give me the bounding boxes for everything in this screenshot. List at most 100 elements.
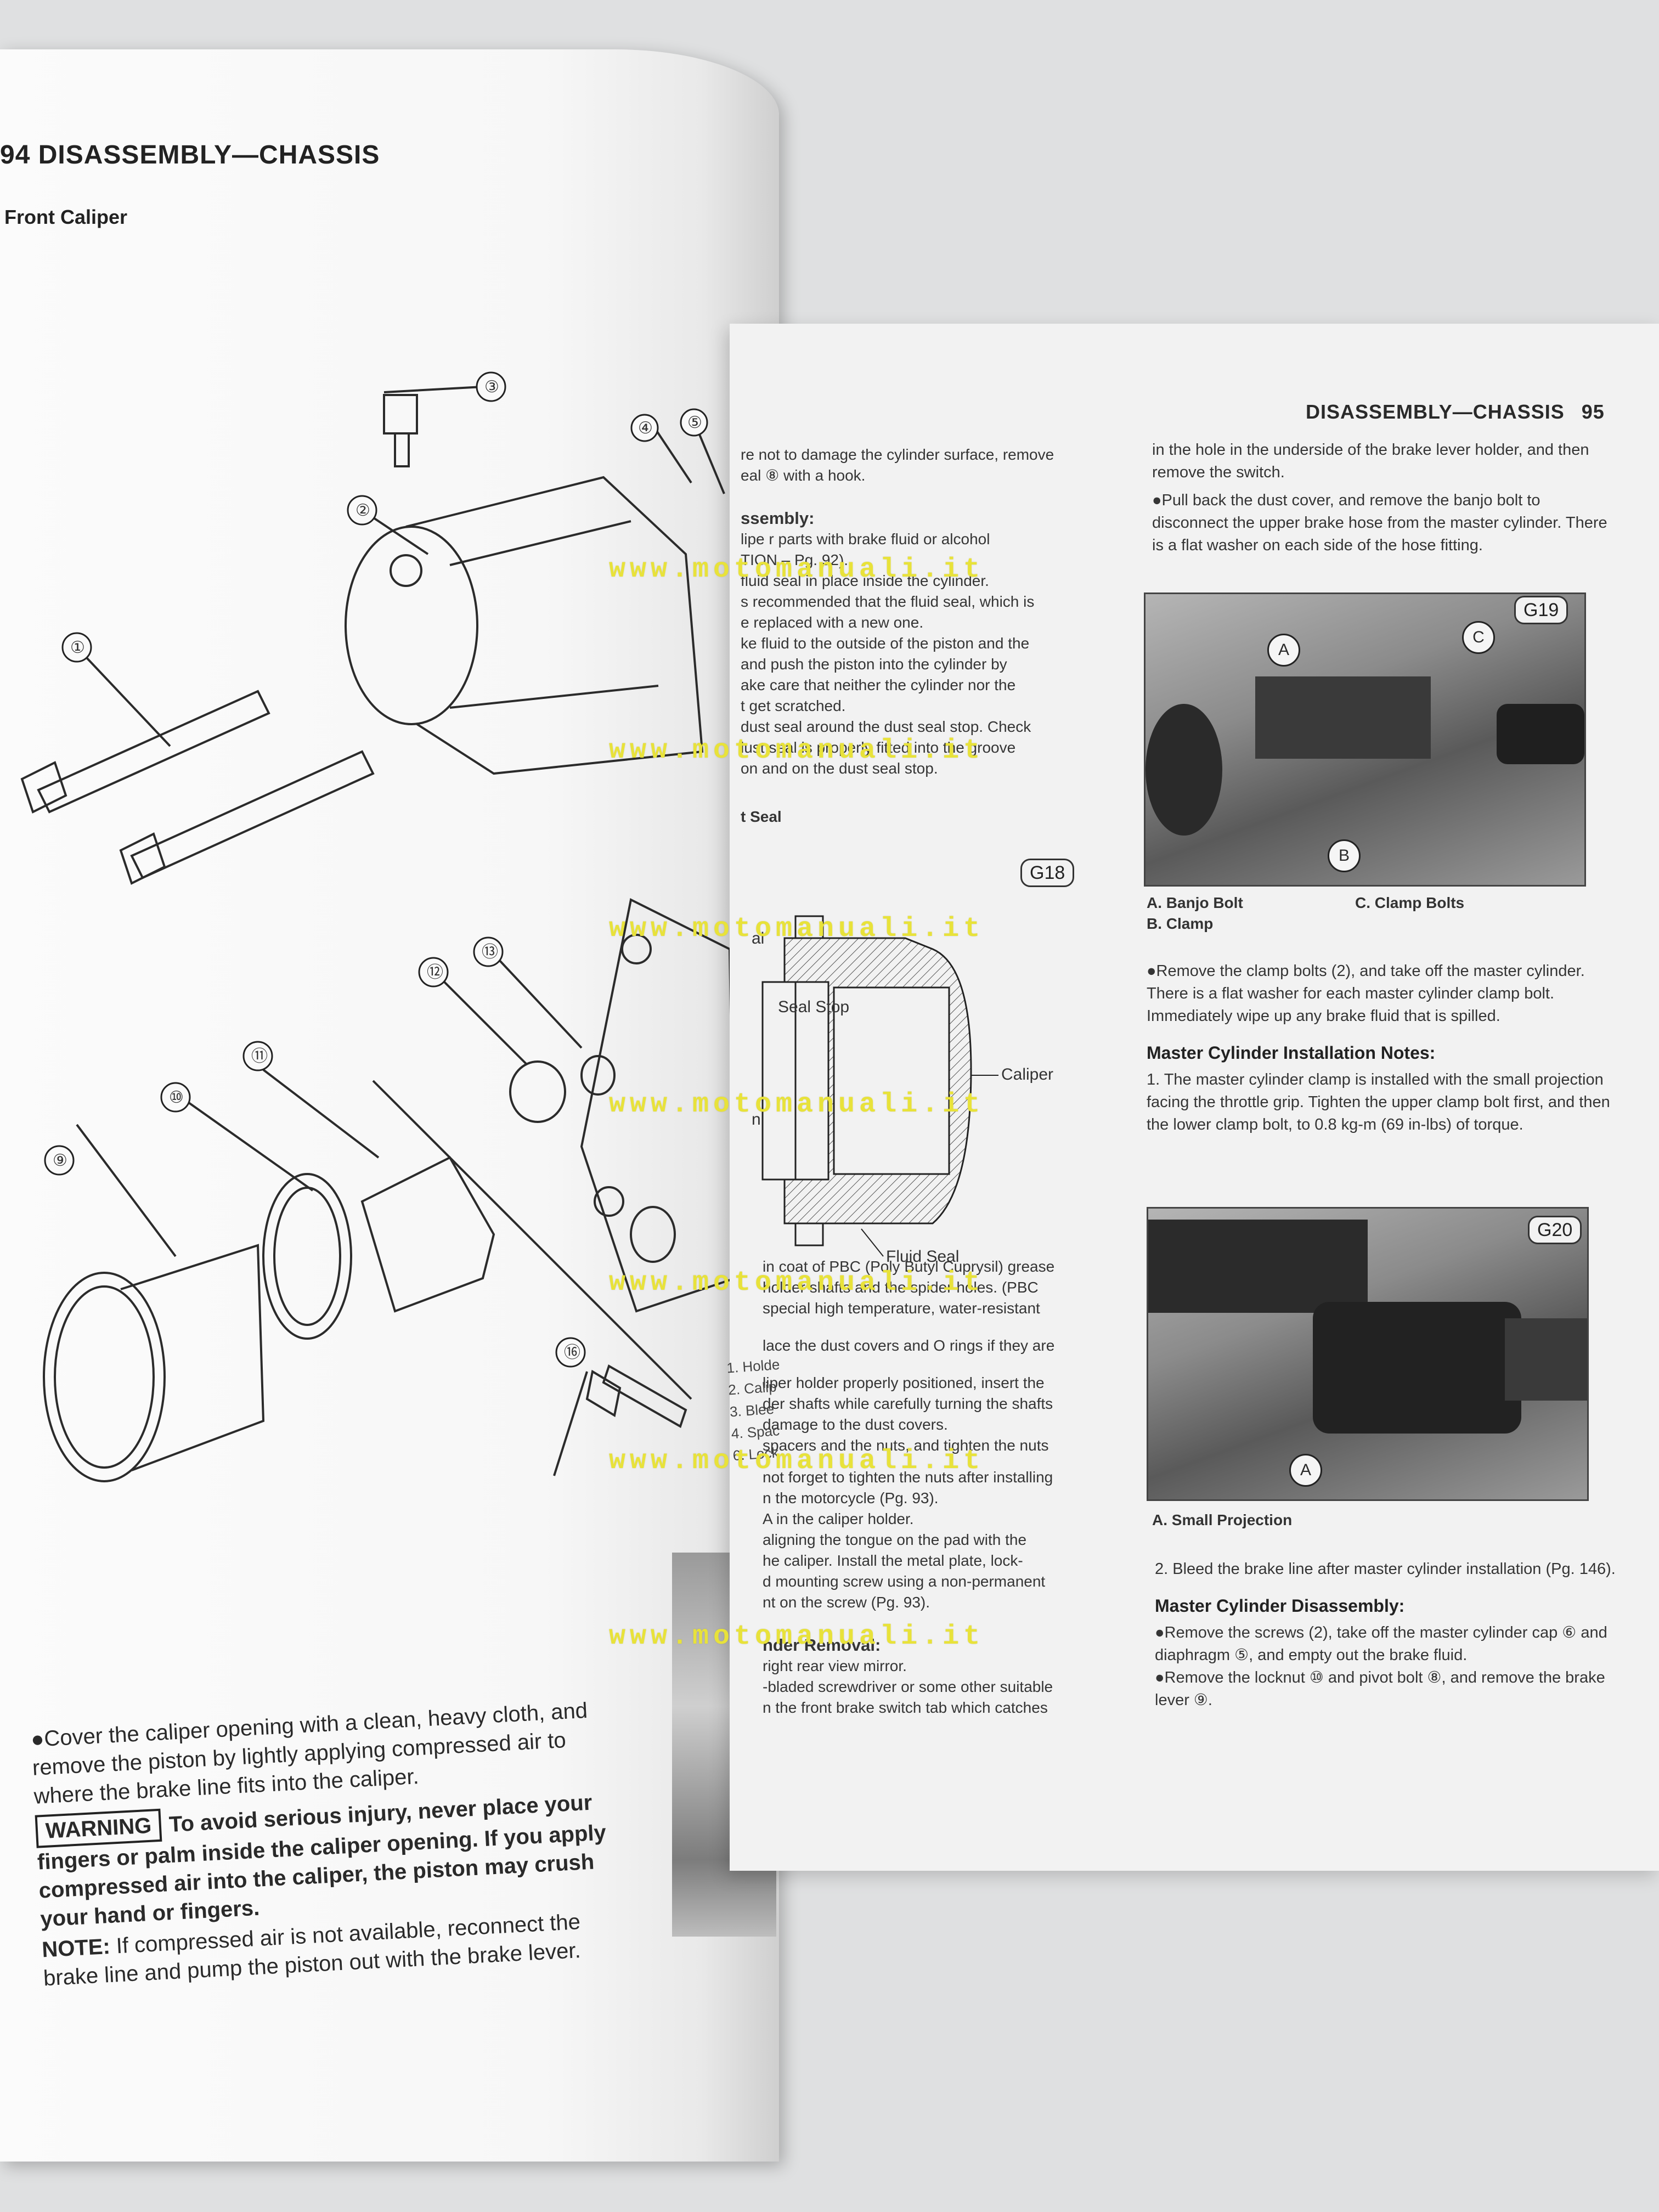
- spine-list-item: 3. Blee: [729, 1400, 775, 1420]
- mid-line: he caliper. Install the metal plate, loc…: [763, 1552, 1023, 1569]
- part-number-9: ⑨: [53, 1152, 67, 1170]
- part-number-11: ⑪: [251, 1047, 268, 1065]
- mid-line: liper holder properly positioned, insert…: [763, 1374, 1045, 1391]
- part-number-12: ⑫: [427, 963, 443, 981]
- mid-line: aligning the tongue on the pad with the: [763, 1531, 1027, 1548]
- figure-g19-photo: [1144, 592, 1586, 887]
- g19-caption-a: A. Banjo Bolt: [1147, 894, 1243, 911]
- disassembly-step-screws: ●Remove the screws (2), take off the mas…: [1155, 1624, 1607, 1664]
- right-column-bottom: 2. Bleed the brake line after master cyl…: [1155, 1558, 1616, 1717]
- g20-callout-a: A: [1289, 1454, 1322, 1487]
- mid-line: re not to damage the cylinder surface, r…: [741, 446, 1054, 463]
- part-number-4: ④: [638, 419, 653, 437]
- watermark-7: www.motomanuali.it: [609, 1621, 985, 1652]
- figure-tag-g19: G19: [1514, 596, 1568, 624]
- mid-line: s recommended that the fluid seal, which…: [741, 593, 1035, 610]
- installation-step-1: 1. The master cylinder clamp is installe…: [1147, 1071, 1610, 1133]
- mid-line: lust seal is properly fitted into the gr…: [741, 739, 1016, 756]
- g19-caption-b: B. Clamp: [1147, 915, 1214, 932]
- piston-label-fragment: n: [752, 1110, 761, 1128]
- right-column-middle: ●Remove the clamp bolts (2), and take of…: [1147, 960, 1613, 1142]
- banjo-bolt-text: ●Pull back the dust cover, and remove th…: [1152, 492, 1607, 554]
- mid-line: e replaced with a new one.: [741, 614, 924, 631]
- mid-line: lipe r parts with brake fluid or alcohol: [741, 531, 990, 548]
- figure-tag-g18: G18: [1020, 859, 1075, 887]
- installation-step-2: 2. Bleed the brake line after master cyl…: [1155, 1560, 1616, 1578]
- figure-tag-g20: G20: [1528, 1216, 1582, 1244]
- left-page: 94 DISASSEMBLY—CHASSIS Front Caliper: [0, 49, 779, 2162]
- mid-line: in coat of PBC (Poly Butyl Cuprysil) gre…: [763, 1258, 1055, 1275]
- mid-line: n the motorcycle (Pg. 93).: [763, 1489, 939, 1506]
- right-page-number: 95: [1581, 400, 1605, 423]
- part-number-10: ⑩: [169, 1088, 184, 1107]
- g19-callout-b: B: [1328, 839, 1361, 872]
- dust-seal-label-fragment: al: [752, 929, 764, 947]
- fluid-seal-label: Fluid Seal: [886, 1248, 959, 1266]
- watermark-3: www.motomanuali.it: [609, 913, 985, 945]
- part-number-13: ⑬: [482, 943, 498, 961]
- left-page-header: 94 DISASSEMBLY—CHASSIS: [0, 140, 380, 170]
- switch-removal-text: in the hole in the underside of the brak…: [1152, 441, 1589, 481]
- mid-line: dust seal around the dust seal stop. Che…: [741, 718, 1031, 735]
- spine-list-item: 4. Spac: [730, 1422, 780, 1442]
- left-page-subheader: Front Caliper: [4, 206, 128, 228]
- part-number-5: ⑤: [687, 414, 702, 432]
- middle-column-lower: in coat of PBC (Poly Butyl Cuprysil) gre…: [763, 1256, 1103, 1718]
- seal-stop-label: Seal Stop: [778, 998, 849, 1016]
- mid-line: ake care that neither the cylinder nor t…: [741, 676, 1016, 693]
- right-page-title: DISASSEMBLY—CHASSIS: [1306, 400, 1565, 423]
- caliper-label: Caliper: [1001, 1065, 1053, 1084]
- mid-heading-assembly: ssembly:: [741, 509, 815, 528]
- mid-line: special high temperature, water-resistan…: [763, 1300, 1040, 1317]
- mid-line: d mounting screw using a non-permanent: [763, 1573, 1046, 1590]
- part-number-16: ⑯: [564, 1344, 580, 1362]
- mid-line: holder shafts and the spider holes. (PBC: [763, 1279, 1039, 1296]
- g19-callout-a: A: [1267, 634, 1300, 667]
- mid-line: n the front brake switch tab which catch…: [763, 1699, 1048, 1716]
- mid-line: spacers and the nuts, and tighten the nu…: [763, 1437, 1049, 1454]
- caliper-exploded-diagram: ① ② ③ ④ ⑤ ⑨ ⑩ ⑪ ⑫ ⑬ ⑯: [20, 371, 737, 1482]
- part-number-2: ②: [356, 501, 370, 520]
- mid-line: on and on the dust seal stop.: [741, 760, 938, 777]
- right-page-header: DISASSEMBLY—CHASSIS 95: [1306, 400, 1605, 424]
- spine-list-item: 1. Holde: [726, 1356, 781, 1376]
- left-page-body: ●Cover the caliper opening with a clean,…: [30, 1694, 636, 1993]
- watermark-2: www.motomanuali.it: [609, 735, 985, 766]
- figure-g20-photo: [1147, 1207, 1589, 1501]
- part-number-3: ③: [484, 378, 499, 396]
- mid-heading-seal: t Seal: [741, 808, 782, 825]
- mid-line: right rear view mirror.: [763, 1657, 907, 1674]
- mid-line: ke fluid to the outside of the piston an…: [741, 635, 1030, 652]
- mid-line: eal ⑧ with a hook.: [741, 467, 866, 484]
- g20-caption-a: A. Small Projection: [1152, 1511, 1293, 1528]
- spine-list-item: 2. Calip: [727, 1378, 777, 1398]
- mid-line: fluid seal in place inside the cylinder.: [741, 572, 989, 589]
- mid-line: -bladed screwdriver or some other suitab…: [763, 1678, 1053, 1695]
- mid-line: not forget to tighten the nuts after ins…: [763, 1469, 1053, 1486]
- mid-line: A in the caliper holder.: [763, 1510, 914, 1527]
- note-label: NOTE:: [41, 1934, 111, 1962]
- disassembly-step-locknut: ●Remove the locknut ⑩ and pivot bolt ⑧, …: [1155, 1669, 1605, 1709]
- right-page: DISASSEMBLY—CHASSIS 95 re not to damage …: [730, 324, 1659, 1871]
- mid-line: nt on the screw (Pg. 93).: [763, 1594, 930, 1611]
- watermark-4: www.motomanuali.it: [609, 1089, 985, 1120]
- watermark-6: www.motomanuali.it: [609, 1446, 985, 1477]
- clamp-bolts-text: ●Remove the clamp bolts (2), and take of…: [1147, 962, 1585, 1025]
- installation-notes-heading: Master Cylinder Installation Notes:: [1147, 1043, 1436, 1063]
- warning-label: WARNING: [35, 1808, 162, 1848]
- mid-line: damage to the dust covers.: [763, 1416, 948, 1433]
- part-number-1: ①: [70, 639, 85, 657]
- watermark-1: www.motomanuali.it: [609, 554, 985, 585]
- middle-column: re not to damage the cylinder surface, r…: [741, 444, 1097, 827]
- mid-line: lace the dust covers and O rings if they…: [763, 1337, 1055, 1354]
- mid-line: t get scratched.: [741, 697, 846, 714]
- mid-line: der shafts while carefully turning the s…: [763, 1395, 1053, 1412]
- mid-heading-removal: nder Removal:: [763, 1635, 881, 1655]
- disassembly-heading: Master Cylinder Disassembly:: [1155, 1596, 1405, 1616]
- right-column-top: in the hole in the underside of the brak…: [1152, 439, 1613, 562]
- watermark-5: www.motomanuali.it: [609, 1267, 985, 1299]
- g19-callout-c: C: [1462, 621, 1495, 654]
- mid-line: TION – Pg. 92).: [741, 551, 849, 568]
- seal-cross-section-diagram: Seal Stop Caliper Fluid Seal al n: [752, 915, 1053, 1266]
- g19-caption-c: C. Clamp Bolts: [1355, 894, 1465, 911]
